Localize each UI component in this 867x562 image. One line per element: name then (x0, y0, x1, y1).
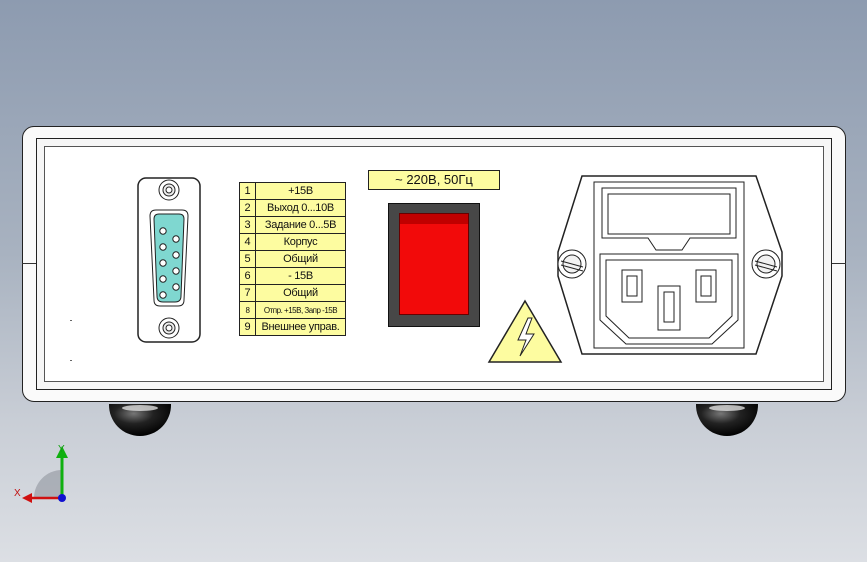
pin-label: Выход 0...10В (255, 199, 346, 217)
pin-number: 3 (239, 216, 256, 234)
pin-number: 9 (239, 318, 256, 336)
pin-label: Внешнее управ. (255, 318, 346, 336)
pin-label: Задание 0...5В (255, 216, 346, 234)
pin-label: +15В (255, 182, 346, 200)
coordinate-triad-icon: Y X (14, 444, 68, 503)
pin-number: 1 (239, 182, 256, 200)
pin-label: Корпус (255, 233, 346, 251)
right-seam (832, 263, 846, 264)
y-axis-label: Y (58, 444, 65, 455)
pin-row: 6- 15В (239, 267, 346, 285)
foot-right (695, 404, 759, 436)
pin-number: 4 (239, 233, 256, 251)
pin-number: 8 (239, 301, 256, 319)
foot-left (108, 404, 172, 436)
rocker-shade (400, 214, 468, 224)
pin-number: 5 (239, 250, 256, 268)
db9-connector-icon (137, 177, 201, 343)
panel-mark (70, 360, 72, 361)
high-voltage-warning-icon (487, 299, 563, 363)
pin-label: Общий (255, 284, 346, 302)
iec-power-inlet-icon (557, 175, 783, 355)
left-seam (22, 263, 36, 264)
pin-row: 1+15В (239, 182, 346, 200)
power-rating-label: ~ 220В, 50Гц (368, 170, 500, 190)
pin-number: 6 (239, 267, 256, 285)
pin-label: - 15В (255, 267, 346, 285)
pin-label: Отпр. +15В, Запр -15В (255, 301, 346, 319)
pin-number: 7 (239, 284, 256, 302)
panel-mark (70, 320, 72, 321)
pin-label: Общий (255, 250, 346, 268)
switch-rocker[interactable] (399, 213, 469, 315)
pin-number: 2 (239, 199, 256, 217)
x-axis-label: X (14, 488, 21, 499)
